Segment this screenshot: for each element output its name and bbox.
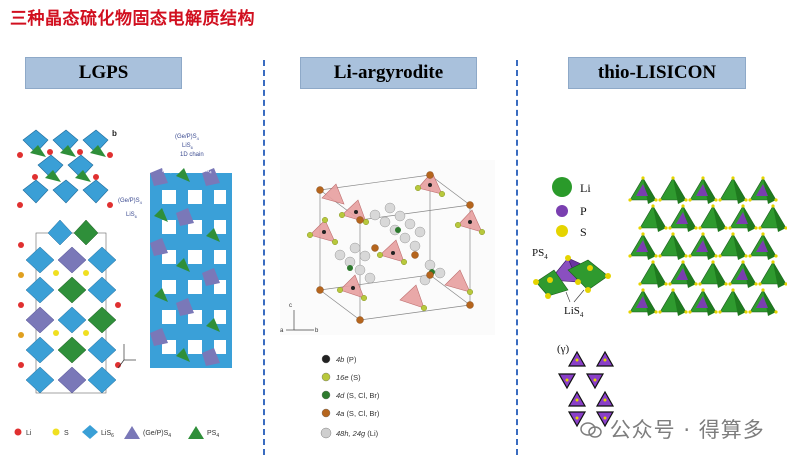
axis-b-label: b — [315, 328, 319, 334]
atom-16e-s — [307, 185, 485, 311]
page-title: 三种晶态硫化物固态电解质结构 — [10, 9, 255, 29]
lgps-legend-ges4: (Ge/P)S4 — [143, 430, 171, 439]
argyrodite-structure: c b a — [280, 160, 495, 335]
lgps-ps4-b: PS4 — [202, 168, 212, 175]
thio-lis4-label: LiS4 — [564, 305, 584, 319]
watermark: 公众号 · 得算多 — [580, 414, 765, 444]
legend-4b-dot — [321, 354, 331, 364]
lgps-legend-s: S — [64, 430, 69, 437]
atom-4b-p — [322, 183, 472, 290]
argyrodite-axes — [286, 310, 314, 331]
lgps-chain-label-3: 1D chain — [180, 152, 204, 158]
watermark-text: 公众号 · 得算多 — [609, 418, 765, 442]
thio-legend: Li P S — [552, 177, 591, 239]
legend-row-4b: 4b (P) — [321, 354, 357, 364]
thio-legend-s: S — [580, 225, 587, 239]
svg-text:4d (S, Cl, Br): 4d (S, Cl, Br) — [336, 391, 380, 400]
lgps-b-lattice: PS4 PS4 — [150, 168, 232, 368]
legend-16e-elem: (S) — [351, 373, 362, 382]
legend-4b-site: 4b — [336, 355, 344, 364]
lgps-sub-b: b — [112, 129, 117, 138]
legend-4a-site: 4a — [336, 409, 344, 418]
legend-row-4a: 4a (S, Cl, Br) — [321, 408, 380, 418]
legend-row-48h: 48h, 24g (Li) — [320, 427, 379, 439]
ps4-tetrahedron-icon — [188, 426, 204, 439]
lis6-octahedron-icon — [82, 425, 98, 439]
legend-4a-dot — [321, 408, 331, 418]
gamma-tetrahedra — [557, 350, 615, 428]
lgps-legend-li: Li — [26, 430, 32, 437]
lgps-legend-lis6: LiS6 — [101, 430, 114, 439]
header-li-argyrodite: Li-argyrodite — [300, 57, 477, 89]
thio-ps4-label: PS4 — [532, 247, 548, 261]
legend-48h-site: 48h, 24g — [336, 429, 366, 438]
svg-text:4b (P): 4b (P) — [336, 355, 357, 364]
legend-48h-elem: (Li) — [367, 429, 378, 438]
header-lgps: LGPS — [25, 57, 182, 89]
lgps-chain-label-1: (Ge/P)S4 — [175, 134, 200, 141]
li-legend-ball — [552, 177, 572, 197]
legend-16e-dot — [321, 372, 331, 382]
legend-row-4d: 4d (S, Cl, Br) — [321, 390, 380, 400]
svg-text:48h, 24g (Li): 48h, 24g (Li) — [336, 429, 379, 438]
ges4-tetrahedron-icon — [124, 426, 140, 439]
lgps-structure-b: b (Ge/P)S4 LiS6 1D chain (Ge/P)S4 LiS6 P… — [112, 129, 232, 369]
wechat-icon — [580, 420, 602, 438]
lgps-left-label-2: LiS6 — [126, 212, 138, 219]
divider-right — [516, 60, 518, 455]
lgps-top-cluster — [17, 129, 113, 208]
thio-gamma: (γ) — [557, 343, 615, 428]
svg-text:4a (S, Cl, Br): 4a (S, Cl, Br) — [336, 409, 380, 418]
thio-gamma-label: (γ) — [557, 343, 570, 355]
legend-row-16e: 16e (S) — [321, 372, 361, 382]
legend-4d-site: 4d — [336, 391, 345, 400]
argyrodite-legend: 4b (P) 16e (S) 4d (S, Cl, Br) 4a (S, Cl,… — [320, 354, 380, 439]
divider-left — [263, 60, 265, 455]
lgps-legend-ps4: PS4 — [207, 430, 219, 439]
legend-16e-site: 16e — [336, 373, 349, 382]
thio-lattice — [628, 176, 787, 316]
axis-a-label: a — [280, 328, 284, 334]
lgps-chain-label-2: LiS6 — [182, 143, 194, 150]
header-thio-lisicon: thio-LISICON — [568, 57, 746, 89]
legend-48h-dot — [320, 427, 332, 439]
lgps-left-label-1: (Ge/P)S4 — [118, 198, 143, 205]
axis-c-label: c — [289, 303, 292, 309]
thio-legend-p: P — [580, 204, 587, 218]
lgps-structure-a — [17, 129, 121, 394]
legend-4a-elem: (S, Cl, Br) — [346, 409, 379, 418]
lgps-lower-column — [18, 219, 121, 394]
s-atom-icon — [52, 428, 60, 436]
atom-4a — [316, 171, 474, 324]
thio-legend-li: Li — [580, 181, 591, 195]
li-cage-atoms — [334, 202, 446, 286]
lgps-b-axes — [117, 344, 136, 369]
legend-4d-dot — [321, 390, 331, 400]
li-atom-icon — [14, 428, 22, 436]
legend-4b-elem: (P) — [346, 355, 357, 364]
p-legend-ball — [556, 205, 568, 217]
s-legend-ball — [556, 225, 568, 237]
thio-lattice-tetrahedra — [628, 176, 787, 316]
svg-text:16e (S): 16e (S) — [336, 373, 361, 382]
lgps-legend: Li S LiS6 (Ge/P)S4 PS4 — [14, 425, 219, 439]
thio-polyhedra-detail: PS4 LiS4 — [532, 247, 611, 319]
lgps-ps4-a: PS4 — [162, 168, 172, 175]
legend-4d-elem: (S, Cl, Br) — [346, 391, 379, 400]
